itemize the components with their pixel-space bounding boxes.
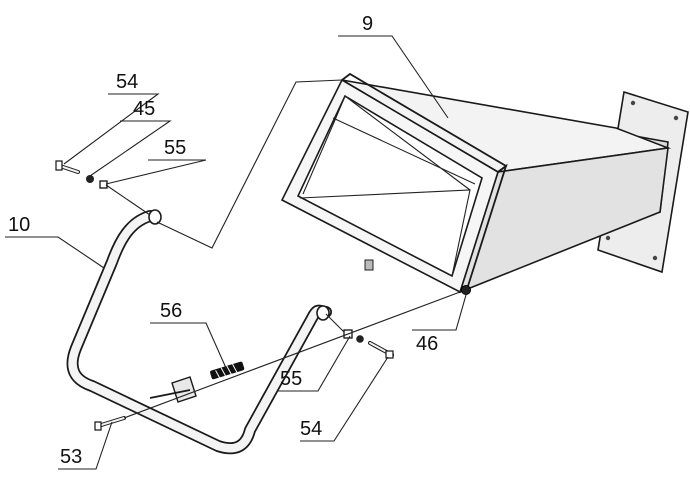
callout-labels: 9 10 54 45 55 56 46 55 54 53 <box>8 13 438 468</box>
flange-bolt-holes <box>605 100 679 261</box>
hopper-chute <box>280 72 689 295</box>
label-53: 53 <box>60 446 82 468</box>
label-46: 46 <box>416 333 438 355</box>
label-54-top: 54 <box>116 71 138 93</box>
label-55-top: 55 <box>164 137 186 159</box>
label-45: 45 <box>133 98 155 120</box>
tube-outline <box>66 210 332 455</box>
hardware-right <box>343 329 394 359</box>
label-54-bottom: 54 <box>300 418 322 440</box>
label-55-bottom: 55 <box>280 368 302 390</box>
chute-bottom-tab <box>364 259 374 271</box>
tube-end-left <box>148 209 162 225</box>
tube-bracket <box>171 376 197 403</box>
tube-end-right <box>316 305 330 321</box>
fastener-46 <box>461 285 471 295</box>
callout-leaders <box>5 35 467 470</box>
hardware-top-left <box>55 160 108 189</box>
assembly-axis-lines <box>105 79 461 419</box>
spring-56 <box>210 361 245 380</box>
label-9: 9 <box>362 13 373 35</box>
hardware-bolt-53 <box>94 416 126 431</box>
label-10: 10 <box>8 214 30 236</box>
handle-tube-frame <box>66 209 332 455</box>
label-56: 56 <box>160 300 182 322</box>
